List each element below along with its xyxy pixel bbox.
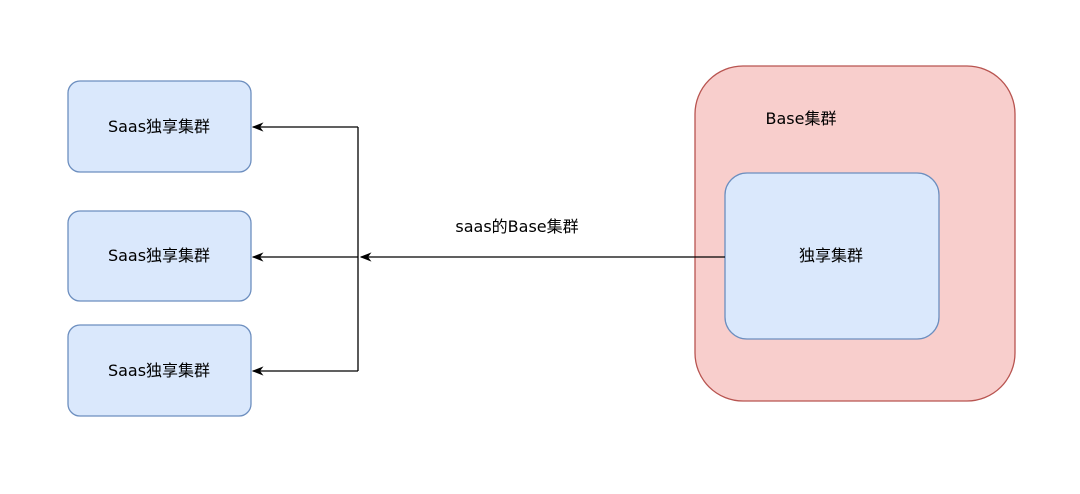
saas-node-label: Saas独享集群 [108,246,210,265]
base-cluster-label: Base集群 [766,109,837,128]
saas-node-label: Saas独享集群 [108,361,210,380]
exclusive-cluster-label: 独享集群 [799,246,863,265]
saas-node-label: Saas独享集群 [108,117,210,136]
saas-node-3[interactable]: Saas独享集群 [67,324,252,417]
connector-label: saas的Base集群 [455,217,578,236]
saas-node-1[interactable]: Saas独享集群 [67,80,252,173]
connector-main: saas的Base集群 [359,217,725,262]
connector-branches [251,122,359,376]
exclusive-cluster-node[interactable]: 独享集群 [724,172,940,340]
saas-node-2[interactable]: Saas独享集群 [67,210,252,302]
